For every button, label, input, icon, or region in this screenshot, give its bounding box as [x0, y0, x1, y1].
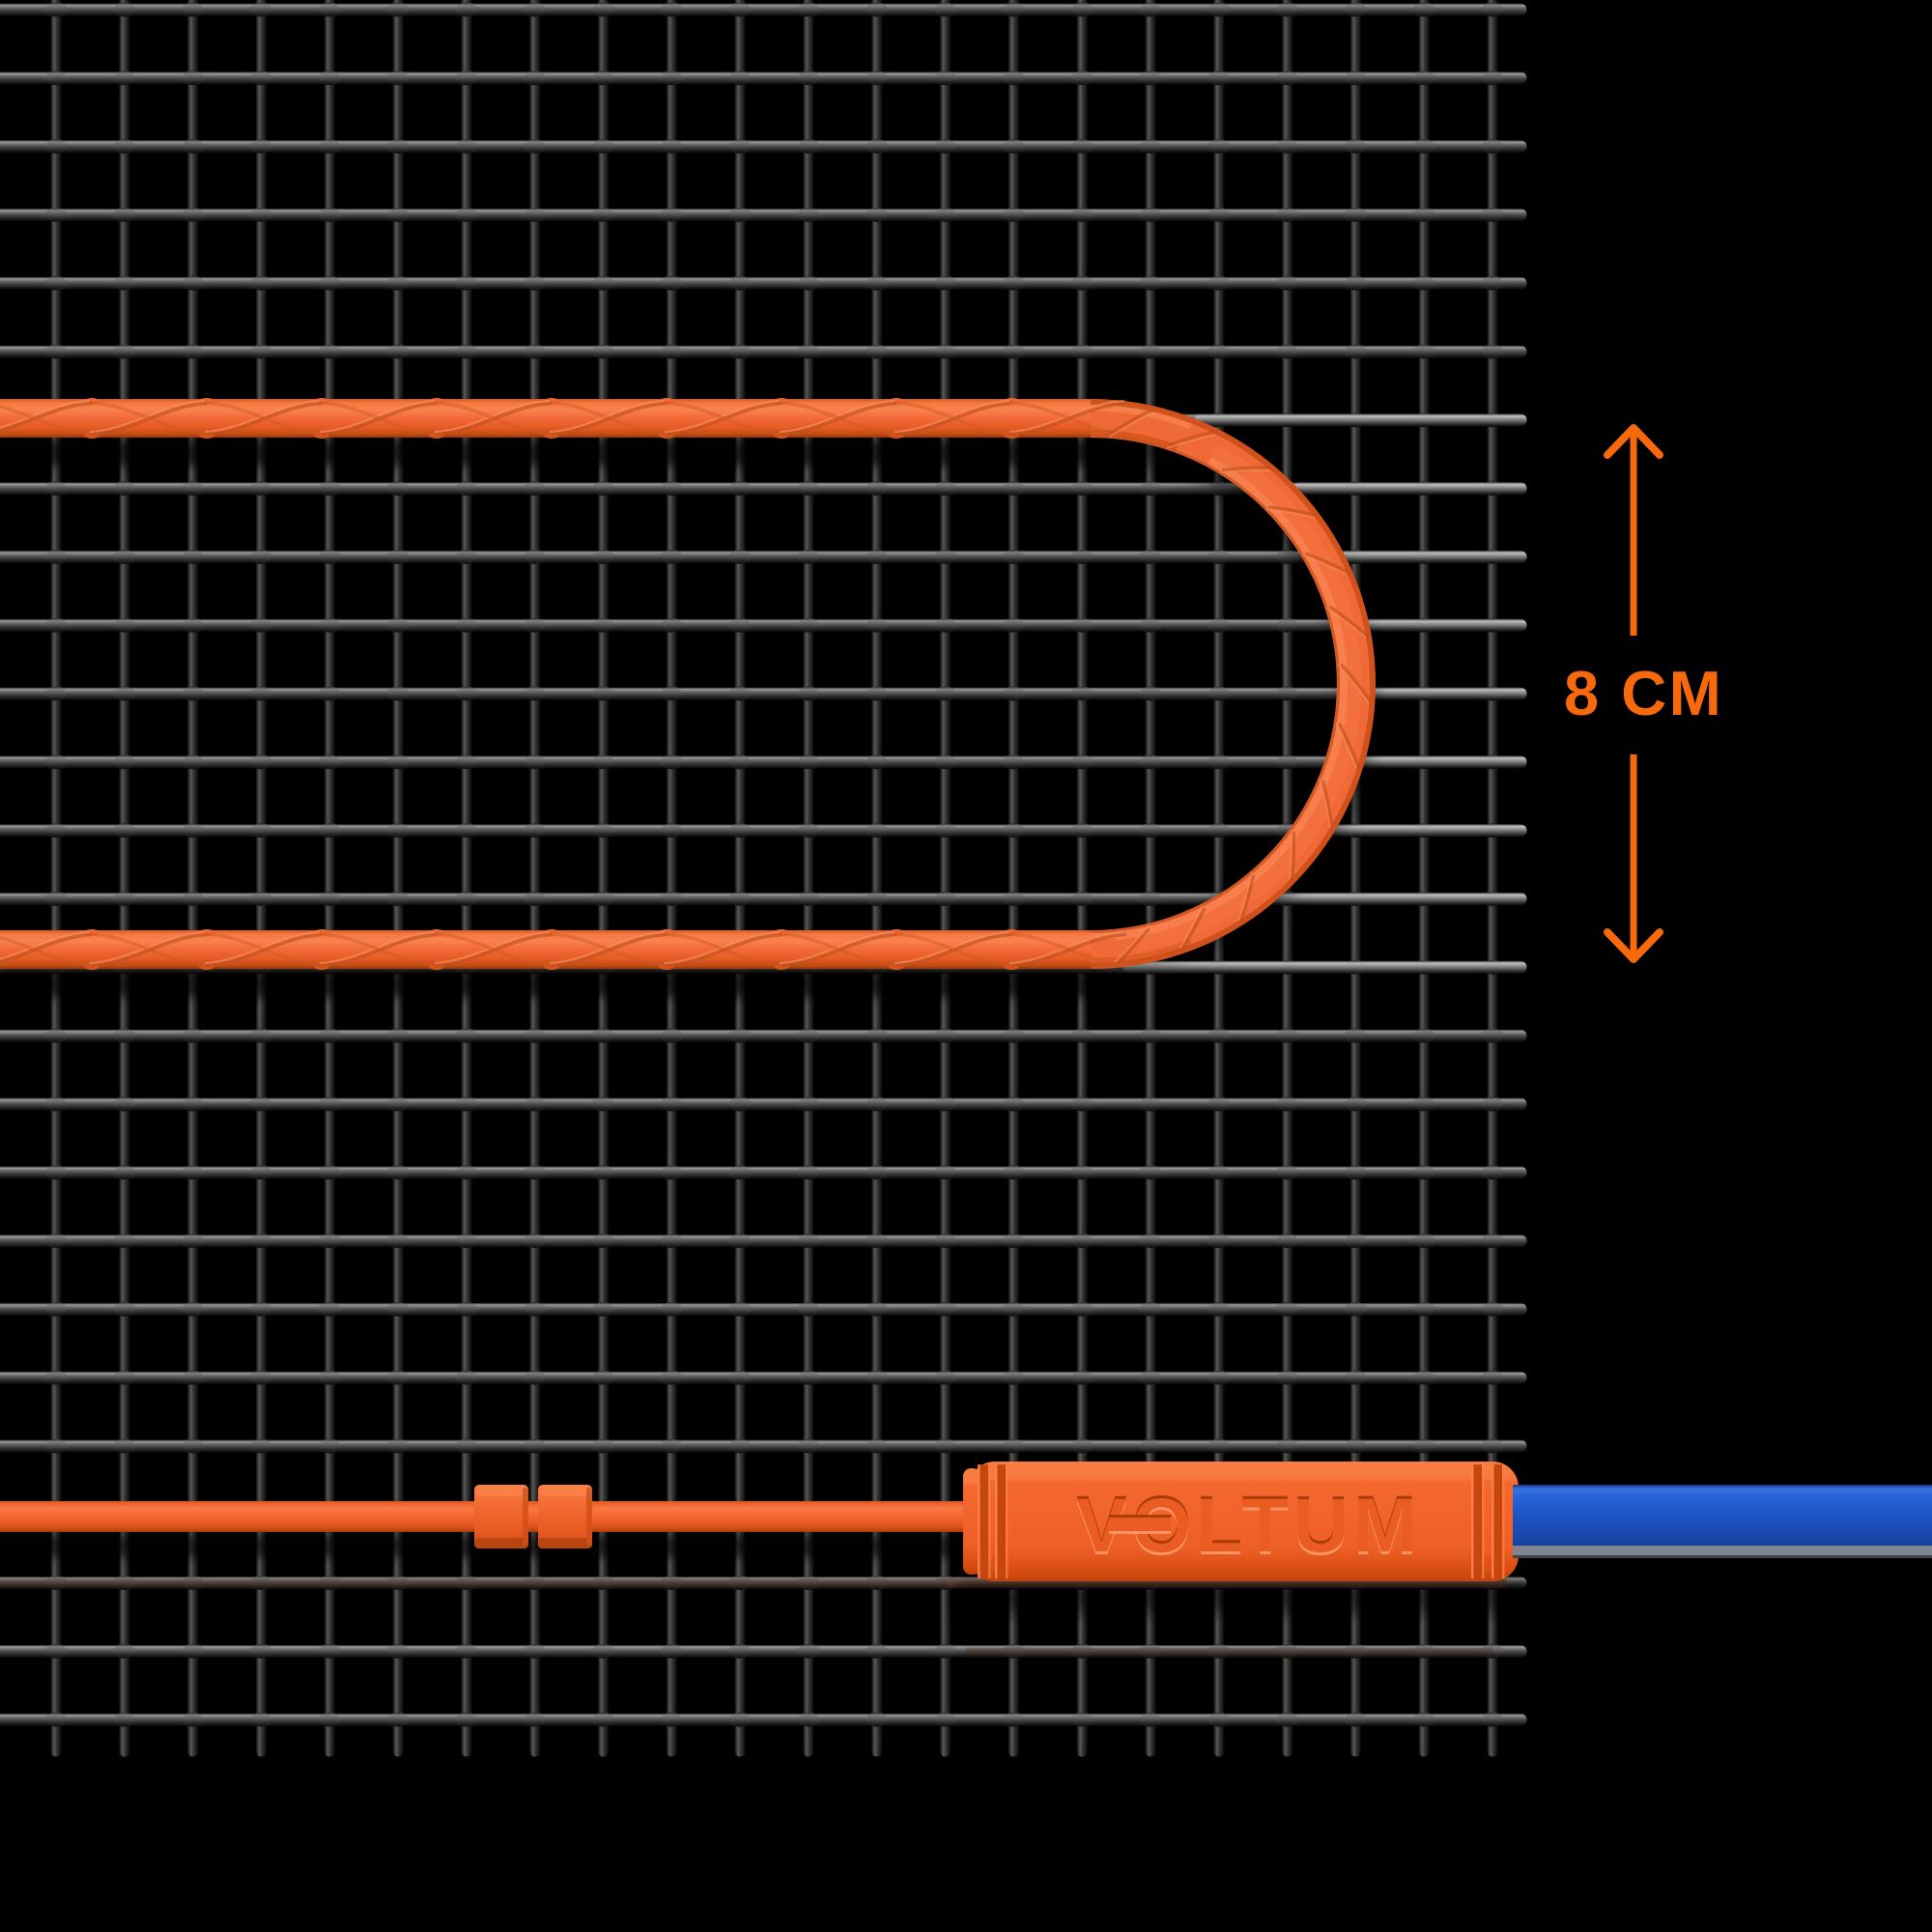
- svg-text:8 CM: 8 CM: [1564, 658, 1723, 728]
